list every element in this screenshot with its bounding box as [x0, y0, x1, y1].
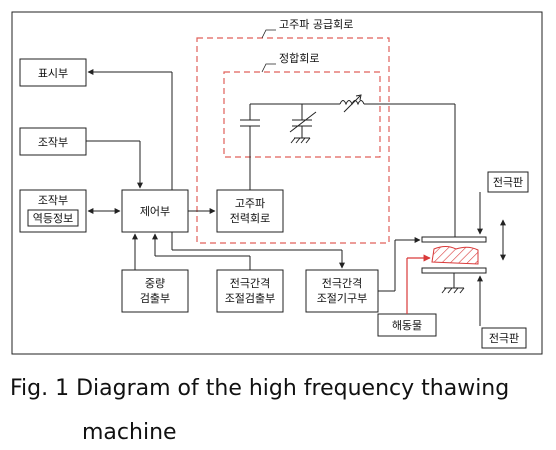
operation-unit-label: 조작부 [38, 136, 68, 149]
gap-adjust-box [305, 269, 379, 313]
electrode-bottom-box [481, 327, 527, 349]
gap-detect-label-1: 전극간격 [230, 277, 270, 290]
connection-lines [86, 69, 506, 326]
hf-supply-frame [196, 37, 390, 244]
bottom-electrode-plate [421, 267, 487, 274]
control-unit-label: 제어부 [140, 205, 170, 218]
hf-power-label-2: 전력회로 [230, 212, 270, 225]
operation-unit-box [19, 127, 87, 156]
gap-detect-box [216, 269, 284, 313]
electrode-top-box [487, 171, 529, 193]
top-electrode-plate [421, 236, 487, 243]
operation-unit-2-label: 조작부 [38, 194, 68, 207]
weight-detect-label-1: 중량 [145, 277, 165, 290]
matching-label: 정합회로 [279, 52, 319, 65]
reverse-info-label: 역등정보 [33, 212, 73, 225]
outer-frame [11, 11, 543, 355]
block-diagram: 고주파 공급회로 정합회로 표시부 조작부 조작부 [11, 11, 543, 355]
caption-line-2: machine [82, 420, 177, 445]
electrode-top-label: 전극판 [493, 176, 523, 189]
gap-adjust-label-2: 조절기구부 [317, 292, 368, 305]
hf-power-box [216, 189, 284, 233]
electrode-bottom-label: 전극판 [489, 332, 519, 345]
display-unit-label: 표시부 [38, 67, 68, 80]
thawed-object-shape [431, 246, 479, 265]
gap-detect-label-2: 조절검출부 [225, 292, 276, 305]
gap-adjust-label-1: 전극간격 [322, 277, 362, 290]
caption-line-1: Fig. 1 Diagram of the high frequency tha… [10, 376, 510, 401]
control-unit-box [121, 189, 189, 233]
hf-supply-label: 고주파 공급회로 [279, 18, 353, 31]
hf-power-label-1: 고주파 [235, 197, 265, 210]
matching-circuit-components [240, 94, 455, 195]
weight-detect-label-2: 검출부 [140, 292, 170, 305]
thawed-object-label: 해동물 [392, 318, 422, 332]
reverse-info-box [27, 209, 79, 227]
thawed-object-pointer [406, 254, 431, 314]
weight-detect-box [121, 269, 189, 313]
display-unit-box [19, 58, 87, 87]
